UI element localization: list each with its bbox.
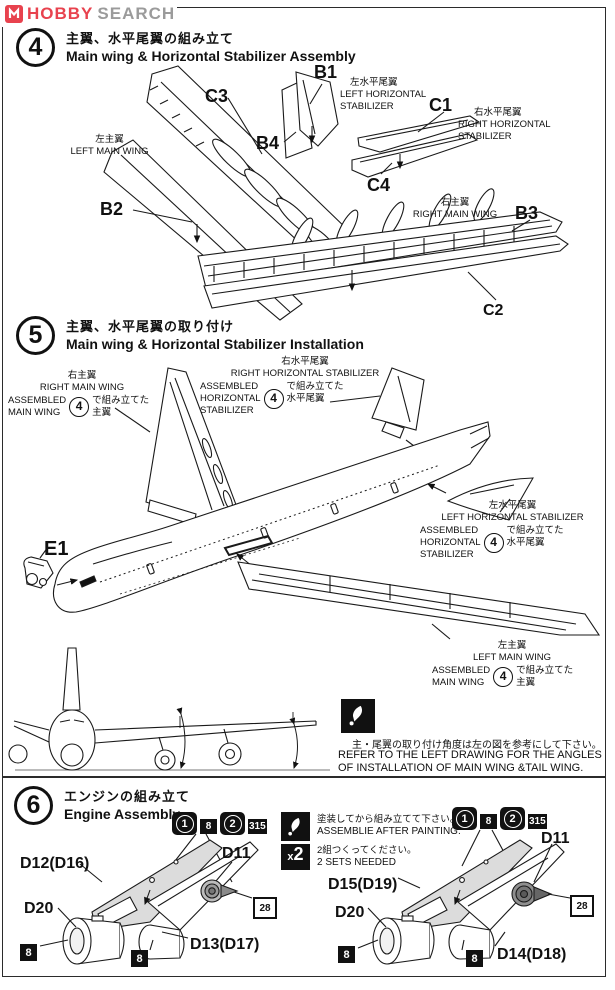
part-label-e1: E1 [44,538,69,560]
brush-icon [287,817,300,835]
caption-left-stab: 左水平尾翼 LEFT HORIZONTAL STABILIZER [340,77,427,112]
paint-chip-2: 2 [500,807,525,830]
step-ref-circle: 4 [263,389,284,410]
paint-chip-1: 1 [172,812,197,835]
sheet-frame [2,7,606,977]
paint-chip-1: 1 [452,807,477,830]
color-chip-8: 8 [20,944,37,961]
step5-title-en: Main wing & Horizontal Stabilizer Instal… [66,336,364,352]
part-label-b2: B2 [100,199,124,219]
caption-right-main-wing: 右主翼 RIGHT MAIN WING [412,197,498,220]
color-chip-28: 28 [253,897,277,919]
step6-title-en: Engine Assembly [64,806,181,822]
part-label-d12: D12(D16) [20,855,90,872]
step5-number: 5 [16,316,55,355]
part-label-b1: B1 [314,62,338,82]
caption-left-main-wing: 左主翼 LEFT MAIN WING [70,134,149,157]
step4-title-en: Main wing & Horizontal Stabilizer Assemb… [66,48,356,64]
color-chip-28: 28 [570,895,594,917]
color-chip-8: 8 [480,814,497,829]
logo-text-hobby: HOBBY [27,3,94,23]
step4-title-jp: 主翼、水平尾翼の組み立て [66,31,235,46]
label-right-wing-assembled: 右主翼 RIGHT MAIN WING ASSEMBLED MAIN WING … [8,370,150,419]
step4-diagram [103,65,569,321]
logo-text-search: SEARCH [97,3,176,23]
color-chip-8: 8 [466,950,483,967]
hobby-search-logo-icon [5,4,23,23]
step6-header: 6 エンジンの組み立て Engine Assembly [14,786,190,825]
step4-number: 4 [16,28,55,67]
part-label-b4: B4 [256,133,280,153]
paint-callout-right: 1 8 2 315 [452,807,547,830]
part-label-c3: C3 [205,86,229,106]
note-text-en1: REFER TO THE LEFT DRAWING FOR THE ANGLES [338,749,602,761]
part-label-d11-right: D11 [541,830,570,847]
part-label-c1: C1 [429,95,453,115]
color-chip-315: 315 [248,819,267,834]
step5-header: 5 主翼、水平尾翼の取り付け Main wing & Horizontal St… [16,316,364,355]
part-label-d11-left: D11 [222,845,251,862]
step4-header: 4 主翼、水平尾翼の組み立て Main wing & Horizontal St… [16,28,356,67]
paint-note-en: ASSEMBLIE AFTER PAINTING. [317,826,461,837]
part-label-c4: C4 [367,175,391,195]
step5-title-jp: 主翼、水平尾翼の取り付け [66,319,235,334]
sets-note-en: 2 SETS NEEDED [317,857,396,868]
paint-chip-2: 2 [220,812,245,835]
step6-title-jp: エンジンの組み立て [64,789,191,804]
color-chip-8: 8 [338,946,355,963]
label-left-wing-assembled: 左主翼 LEFT MAIN WING ASSEMBLED MAIN WING 4… [432,640,574,689]
caption-right-stab: 右水平尾翼 RIGHT HORIZONTAL STABILIZER [458,107,551,142]
brush-icon [349,705,363,726]
part-label-d15: D15(D19) [328,876,398,893]
step-ref-circle: 4 [69,397,90,418]
color-chip-8: 8 [131,950,148,967]
paint-note-jp: 塗装してから組み立てて下さい。 [317,814,460,825]
color-chip-315: 315 [528,814,547,829]
part-label-c2: C2 [483,302,504,319]
label-left-stab-assembled: 左水平尾翼 LEFT HORIZONTAL STABILIZER ASSEMBL… [420,500,584,561]
label-right-stab-assembled: 右水平尾翼 RIGHT HORIZONTAL STABILIZER ASSEMB… [200,356,380,417]
note-text-en2: OF INSTALLATION OF MAIN WING &TAIL WING. [338,762,584,774]
step-ref-circle: 4 [483,533,504,554]
color-chip-8: 8 [200,819,217,834]
part-label-d14: D14(D18) [497,946,567,963]
part-label-d20-right: D20 [335,904,365,921]
step5-diagram [8,367,601,771]
hobby-search-logo: HOBBY SEARCH [0,0,177,27]
paint-callout-left: 1 8 2 315 [172,812,267,835]
step6-diagram [39,829,571,965]
part-label-b3: B3 [515,203,539,223]
part-label-d20-left: D20 [24,900,54,917]
note-text-jp: 主・尾翼の取り付け角度は左の図を参考にして下さい。 [352,740,602,751]
step-ref-circle: 4 [493,667,514,688]
note-icon [341,699,375,733]
paint-note-icon [281,812,310,841]
step6-number: 6 [14,786,53,825]
sets-note-jp: 2組つくってください。 [317,845,417,856]
section-divider [2,776,606,778]
part-label-d13: D13(D17) [190,936,260,953]
